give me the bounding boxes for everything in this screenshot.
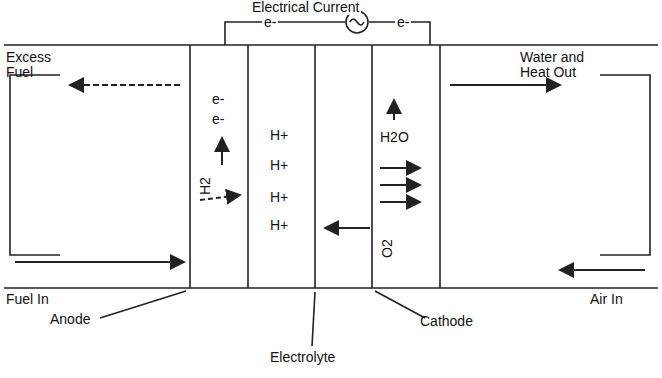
diagram-label: Excess Fuel: [6, 50, 66, 81]
diagram-label: Fuel In: [6, 292, 49, 307]
diagram-label: H+: [270, 218, 288, 233]
diagram-label: Water and Heat Out: [520, 50, 610, 81]
diagram-label: e-: [395, 15, 411, 30]
diagram-label: H2: [198, 177, 213, 195]
diagram-label: e-: [212, 92, 224, 107]
diagram-label: H2O: [380, 130, 409, 145]
diagram-label: Air In: [590, 292, 623, 307]
diagram-label: O2: [380, 239, 395, 258]
diagram-label: H+: [270, 128, 288, 143]
diagram-label: Electrical Current: [250, 0, 361, 15]
diagram-label: H+: [270, 190, 288, 205]
diagram-label: e-: [262, 15, 278, 30]
diagram-label: Anode: [50, 312, 90, 327]
diagram-label: Electrolyte: [270, 350, 335, 365]
diagram-label: H+: [270, 158, 288, 173]
diagram-label: e-: [212, 112, 224, 127]
diagram-label: Cathode: [420, 314, 473, 329]
